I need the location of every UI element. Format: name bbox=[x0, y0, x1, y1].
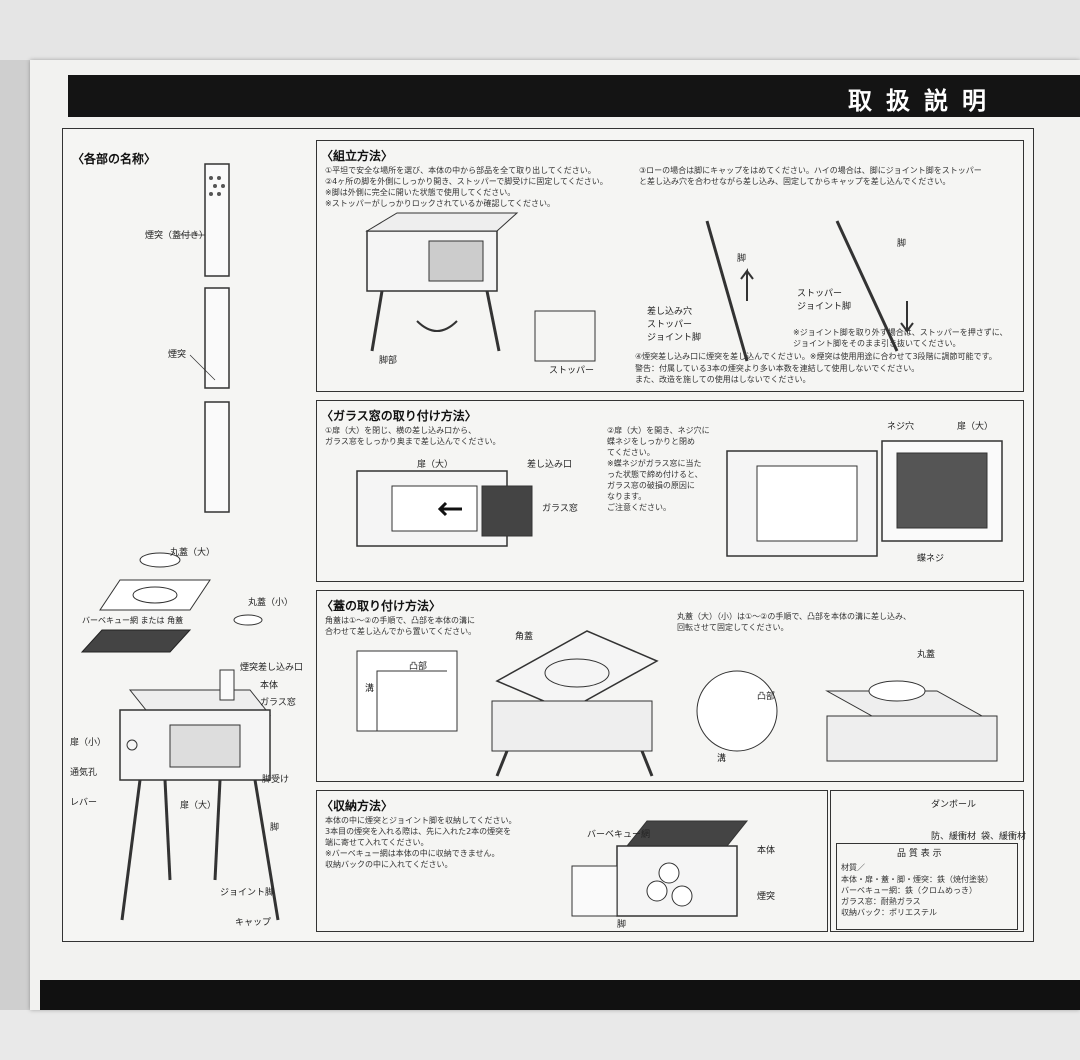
lid-step2: 丸蓋（大）（小）は①～②の手順で、凸部を本体の溝に差し込み、 回転させて固定して… bbox=[677, 612, 912, 632]
assembly-label-stopper: ストッパー bbox=[549, 366, 595, 376]
label-lever: レバー bbox=[70, 798, 98, 808]
assembly-step1: ①平坦で安全な場所を選び、本体の中から部品を全て取り出してください。 ②4ヶ所の… bbox=[325, 166, 608, 208]
storage-label-body: 本体 bbox=[757, 846, 776, 856]
assembly-label-joint-leg2: ジョイント脚 bbox=[797, 302, 852, 312]
glass-step2: ②扉（大）を開き、ネジ穴に 蝶ネジをしっかりと閉め てください。 ※蝶ネジがガラ… bbox=[607, 426, 710, 512]
lid-label-round: 丸蓋 bbox=[917, 650, 936, 660]
glass-panel: 〈ガラス窓の取り付け方法〉 ①扉（大）を閉じ、横の差し込み口から、 ガラス窓をし… bbox=[316, 400, 1024, 582]
glass-label-glass: ガラス窓 bbox=[542, 504, 578, 514]
label-bbq-net: バーベキュー網 または 角蓋 bbox=[82, 616, 184, 625]
storage-illustration bbox=[571, 820, 749, 917]
recycle-cushion: 防、緩衝材 bbox=[931, 832, 977, 842]
label-door-small: 扉（小） bbox=[70, 738, 107, 748]
quality-material-title: 材質／ bbox=[841, 863, 865, 872]
lid-label-bump2: 凸部 bbox=[757, 692, 776, 702]
glass-label-wing-screw: 蝶ネジ bbox=[917, 554, 945, 564]
background-floor bbox=[0, 1010, 1080, 1060]
assembly-label-stopper3: ストッパー bbox=[797, 289, 843, 299]
recycle-bag: 袋、緩衝材 bbox=[981, 832, 1027, 842]
assembly-illustration bbox=[365, 212, 914, 362]
label-body: 本体 bbox=[260, 681, 279, 691]
label-vent: 通気孔 bbox=[70, 768, 98, 778]
label-chimney: 煙突 bbox=[168, 350, 187, 360]
quality-materials: 本体・扉・蓋・脚・煙突：鉄（焼付塗装） バーベキュー網：鉄（クロムめっき） ガラ… bbox=[841, 875, 993, 917]
lid-step1: 角蓋は①～②の手順で、凸部を本体の溝に 合わせて差し込んでから置いてください。 bbox=[325, 616, 477, 636]
label-joint-leg: ジョイント脚 bbox=[220, 888, 275, 898]
recycle-label: ダンボール bbox=[931, 800, 977, 810]
label-leg-receiver: 脚受け bbox=[262, 775, 290, 785]
label-glass-window: ガラス窓 bbox=[260, 698, 296, 708]
storage-panel: 〈収納方法〉 本体の中に煙突とジョイント脚を収納してください。 3本目の煙突を入… bbox=[316, 790, 828, 932]
label-chimney-inlet: 煙突差し込み口 bbox=[240, 663, 304, 673]
lid-label-groove: 溝 bbox=[365, 684, 375, 694]
lid-panel: 〈蓋の取り付け方法〉 角蓋は①～②の手順で、凸部を本体の溝に 合わせて差し込んで… bbox=[316, 590, 1024, 782]
assembly-label-insert-hole: 差し込み穴 bbox=[647, 307, 693, 317]
glass-heading: 〈ガラス窓の取り付け方法〉 bbox=[321, 409, 477, 423]
parts-heading: 〈各部の名称〉 bbox=[72, 152, 157, 166]
label-cap: キャップ bbox=[235, 918, 272, 928]
label-chimney-cap: 煙突（蓋付き） bbox=[145, 231, 209, 241]
storage-label-chimney: 煙突 bbox=[757, 892, 776, 902]
assembly-label-joint-leg: ジョイント脚 bbox=[647, 333, 702, 343]
glass-label-screw-hole: ネジ穴 bbox=[887, 422, 915, 432]
glass-illustration bbox=[356, 440, 1003, 557]
assembly-panel: 〈組立方法〉 ①平坦で安全な場所を選び、本体の中から部品を全て取り出してください… bbox=[316, 140, 1024, 392]
assembly-label-stopper2: ストッパー bbox=[647, 320, 693, 330]
assembly-heading: 〈組立方法〉 bbox=[321, 149, 394, 163]
assembly-label-leg2: 脚 bbox=[737, 254, 747, 264]
label-round-lid-large: 丸蓋（大） bbox=[170, 548, 216, 558]
assembly-step3: ③ローの場合は脚にキャップをはめてください。ハイの場合は、脚にジョイント脚をスト… bbox=[639, 166, 982, 186]
lid-label-square: 角蓋 bbox=[515, 632, 534, 642]
quality-heading: 品 質 表 示 bbox=[897, 849, 942, 859]
quality-panel: ダンボール 防、緩衝材 袋、緩衝材 品 質 表 示 材質／ 本体・扉・蓋・脚・煙… bbox=[830, 790, 1027, 932]
assembly-label-leg: 脚部 bbox=[379, 356, 398, 366]
glass-label-door-large: 扉（大） bbox=[417, 460, 454, 470]
storage-label-leg: 脚 bbox=[617, 920, 627, 930]
bottom-strip bbox=[40, 980, 1080, 1010]
lid-label-bump: 凸部 bbox=[409, 662, 428, 672]
instruction-box: 取扱説明 〈各部の名称〉 bbox=[30, 60, 1080, 1010]
assembly-step4: ④煙突差し込み口に煙突を差し込んでください。※煙突は使用用途に合わせて3段階に調… bbox=[635, 352, 997, 361]
lid-heading: 〈蓋の取り付け方法〉 bbox=[321, 599, 442, 613]
label-door-large: 扉（大） bbox=[180, 801, 217, 811]
storage-heading: 〈収納方法〉 bbox=[321, 799, 394, 813]
quality-box: 品 質 表 示 材質／ 本体・扉・蓋・脚・煙突：鉄（焼付塗装） バーベキュー網：… bbox=[836, 843, 1018, 930]
lid-illustration bbox=[356, 630, 998, 777]
background-ceiling bbox=[0, 0, 1080, 60]
label-leg: 脚 bbox=[270, 823, 280, 833]
assembly-note: ※ジョイント脚を取り外す場合は、ストッパーを押さずに、 ジョイント脚をそのまま引… bbox=[793, 328, 1008, 348]
storage-text: 本体の中に煙突とジョイント脚を収納してください。 3本目の煙突を入れる際は、先に… bbox=[325, 816, 517, 869]
parts-illustration bbox=[80, 163, 280, 921]
assembly-label-leg3: 脚 bbox=[897, 239, 907, 249]
glass-label-door-large2: 扉（大） bbox=[957, 422, 994, 432]
title-bar: 取扱説明 bbox=[68, 75, 1080, 117]
glass-label-inlet: 差し込み口 bbox=[527, 460, 573, 470]
glass-step1: ①扉（大）を閉じ、横の差し込み口から、 ガラス窓をしっかり奥まで差し込んでくださ… bbox=[325, 426, 501, 446]
page-title: 取扱説明 bbox=[848, 87, 1000, 115]
parts-panel: 〈各部の名称〉 bbox=[70, 140, 308, 930]
assembly-warning: 警告：付属している3本の煙突より多い本数を連結して使用しないでください。 また、… bbox=[635, 364, 920, 384]
storage-label-bbq-net: バーベキュー網 bbox=[587, 830, 651, 840]
lid-label-groove2: 溝 bbox=[717, 754, 727, 764]
label-round-lid-small: 丸蓋（小） bbox=[248, 598, 294, 608]
